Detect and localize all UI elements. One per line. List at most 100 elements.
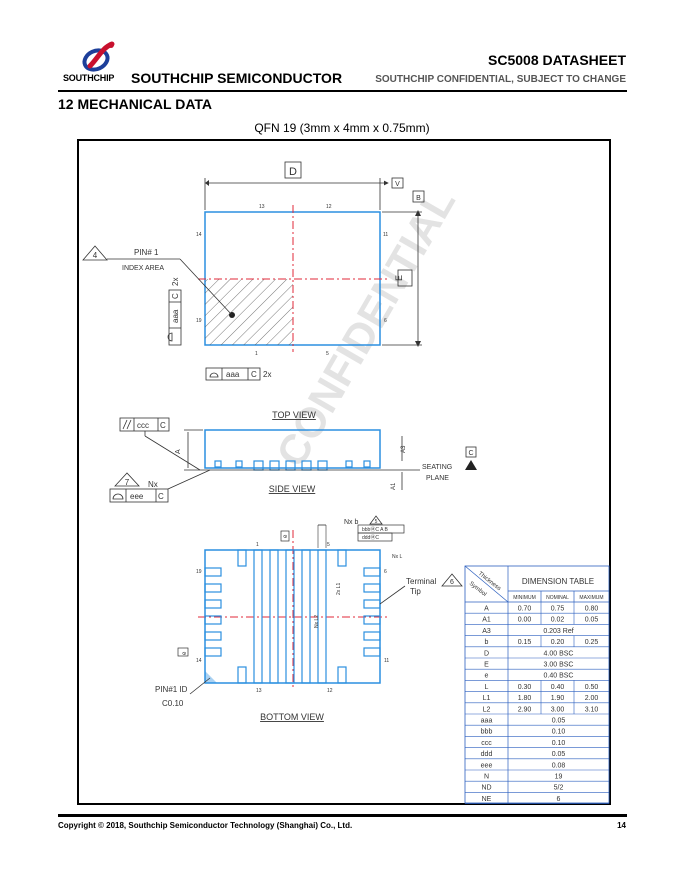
table-cell-nom: 0.20 — [551, 639, 565, 646]
pin1-label: PIN# 1 — [134, 248, 159, 257]
note-4-label: 4 — [93, 251, 98, 260]
nx-b-label: Nx b — [344, 519, 359, 526]
table-cell-min: 0.15 — [518, 639, 532, 646]
table-cell-min: 1.80 — [518, 695, 532, 702]
table-cell-nom: 3.00 — [551, 706, 565, 713]
table-row-value: 5/2 — [554, 785, 564, 792]
fcf-bbb: bbbⓂC A B — [362, 526, 389, 533]
drawing-frame — [77, 139, 611, 805]
table-row-value: 3.00 BSC — [544, 662, 574, 669]
table-row-value: 0.203 Ref — [543, 628, 573, 635]
table-row-value: 0.40 BSC — [544, 673, 574, 680]
table-cell-nom: 0.40 — [551, 684, 565, 691]
table-row-symbol: A — [484, 606, 489, 613]
pin1-index-area — [205, 279, 293, 345]
bottom-view: 1 5 19 6 14 11 13 12 Nx b 5 bbbⓂC A B dd… — [155, 515, 463, 722]
terminal-label: Terminal — [406, 577, 436, 586]
seating-label: SEATING — [422, 464, 452, 471]
table-row-value: 4.00 BSC — [544, 650, 574, 657]
dimension-table: Thickness Symbol DIMENSION TABLE MINIMUM… — [464, 565, 610, 804]
top-view: D V E B 13 12 14 11 19 6 1 5 4 PIN# 1 IN… — [82, 161, 425, 420]
chamfer-label: C0.10 — [162, 699, 184, 708]
top-pin-19: 19 — [196, 318, 202, 324]
tol-2x-vertical: 2x — [171, 278, 180, 286]
bottom-view-title: BOTTOM VIEW — [260, 712, 324, 722]
table-row-symbol: b — [485, 639, 489, 646]
top-pin-12: 12 — [326, 204, 332, 210]
datum-c-label: C — [468, 450, 473, 457]
tol-c-vertical: C — [171, 293, 180, 299]
bottom-pin-19: 19 — [196, 569, 202, 575]
table-row-value: 0.05 — [552, 718, 566, 725]
note-5-label: 5 — [375, 519, 378, 525]
header-rule — [58, 90, 627, 92]
table-row-symbol: A3 — [482, 628, 491, 635]
bottom-pin-12: 12 — [327, 688, 333, 694]
dim-a3-label: A3 — [401, 445, 407, 453]
tol-c-horizontal: C — [251, 370, 257, 379]
table-row-value: 0.10 — [552, 740, 566, 747]
tip-label: Tip — [410, 587, 421, 596]
side-view-title: SIDE VIEW — [269, 484, 316, 494]
fcf-ddd: dddⓂC — [362, 534, 379, 541]
tol-aaa-horizontal: aaa — [226, 370, 240, 379]
top-pin-5: 5 — [326, 351, 329, 357]
table-row-symbol: N — [484, 774, 489, 781]
company-name: SOUTHCHIP SEMICONDUCTOR — [131, 70, 343, 86]
index-area-label: INDEX AREA — [122, 265, 164, 272]
table-cell-nom: 1.90 — [551, 695, 565, 702]
table-row-value: 0.10 — [552, 729, 566, 736]
tol-eee-c: C — [158, 492, 164, 501]
dim-e-pitch-left: e — [182, 651, 188, 655]
bottom-pin-11: 11 — [384, 658, 389, 664]
document-title: SC5008 DATASHEET — [488, 52, 626, 68]
table-cell-max: 0.25 — [585, 639, 599, 646]
tol-ccc: ccc — [137, 421, 149, 430]
top-pin-1: 1 — [255, 351, 258, 357]
section-title: 12 MECHANICAL DATA — [58, 96, 213, 112]
table-row-symbol: L2 — [483, 706, 491, 713]
bottom-pin-13: 13 — [256, 688, 262, 694]
table-title: DIMENSION TABLE — [522, 577, 594, 586]
top-pin-11: 11 — [383, 232, 388, 238]
table-cell-min: 0.30 — [518, 684, 532, 691]
side-view: ccc C A A3 A1 SEATING PLANE C 7 Nx eee C… — [109, 417, 477, 503]
plane-label: PLANE — [426, 475, 449, 482]
nx-label: Nx — [148, 480, 158, 489]
bottom-pin-14: 14 — [196, 658, 202, 664]
table-cell-max: 3.10 — [585, 706, 599, 713]
dim-a-label: A — [175, 449, 182, 454]
table-cell-min: 0.70 — [518, 606, 532, 613]
nx-l-label: Nx L — [392, 554, 403, 560]
tol-ccc-c: C — [160, 421, 166, 430]
company-logo — [82, 41, 115, 72]
table-row-symbol: NE — [482, 796, 492, 803]
table-corner-bottom: Symbol — [468, 581, 487, 598]
table-row-value: 6 — [557, 796, 561, 803]
dim-d-label: D — [289, 166, 297, 178]
table-row-symbol: bbb — [481, 729, 493, 736]
table-row-symbol: e — [485, 673, 489, 680]
table-row-symbol: ddd — [481, 751, 493, 758]
logo-text: SOUTHCHIP — [63, 73, 115, 83]
tol-aaa-vertical: aaa — [171, 309, 180, 323]
top-pin-6: 6 — [384, 318, 387, 324]
note-7-label: 7 — [125, 478, 130, 487]
table-cell-max: 0.50 — [585, 684, 599, 691]
table-row-symbol: ND — [481, 785, 491, 792]
page-number: 14 — [617, 821, 626, 830]
table-row-symbol: D — [484, 650, 489, 657]
pin1-id-label: PIN#1 ID — [155, 685, 188, 694]
copyright-text: Copyright © 2018, Southchip Semiconducto… — [58, 821, 353, 830]
table-cell-max: 0.80 — [585, 606, 599, 613]
dim-e-pitch-top: e — [283, 534, 289, 538]
table-col-header: MAXIMUM — [579, 595, 603, 601]
table-row-symbol: eee — [481, 762, 493, 769]
dim-e-label: E — [394, 275, 404, 281]
table-cell-max: 0.05 — [585, 617, 599, 624]
table-cell-min: 0.00 — [518, 617, 532, 624]
confidential-notice: SOUTHCHIP CONFIDENTIAL, SUBJECT TO CHANG… — [375, 74, 626, 85]
table-col-header: NOMINAL — [546, 595, 569, 601]
table-row-symbol: L — [485, 684, 489, 691]
